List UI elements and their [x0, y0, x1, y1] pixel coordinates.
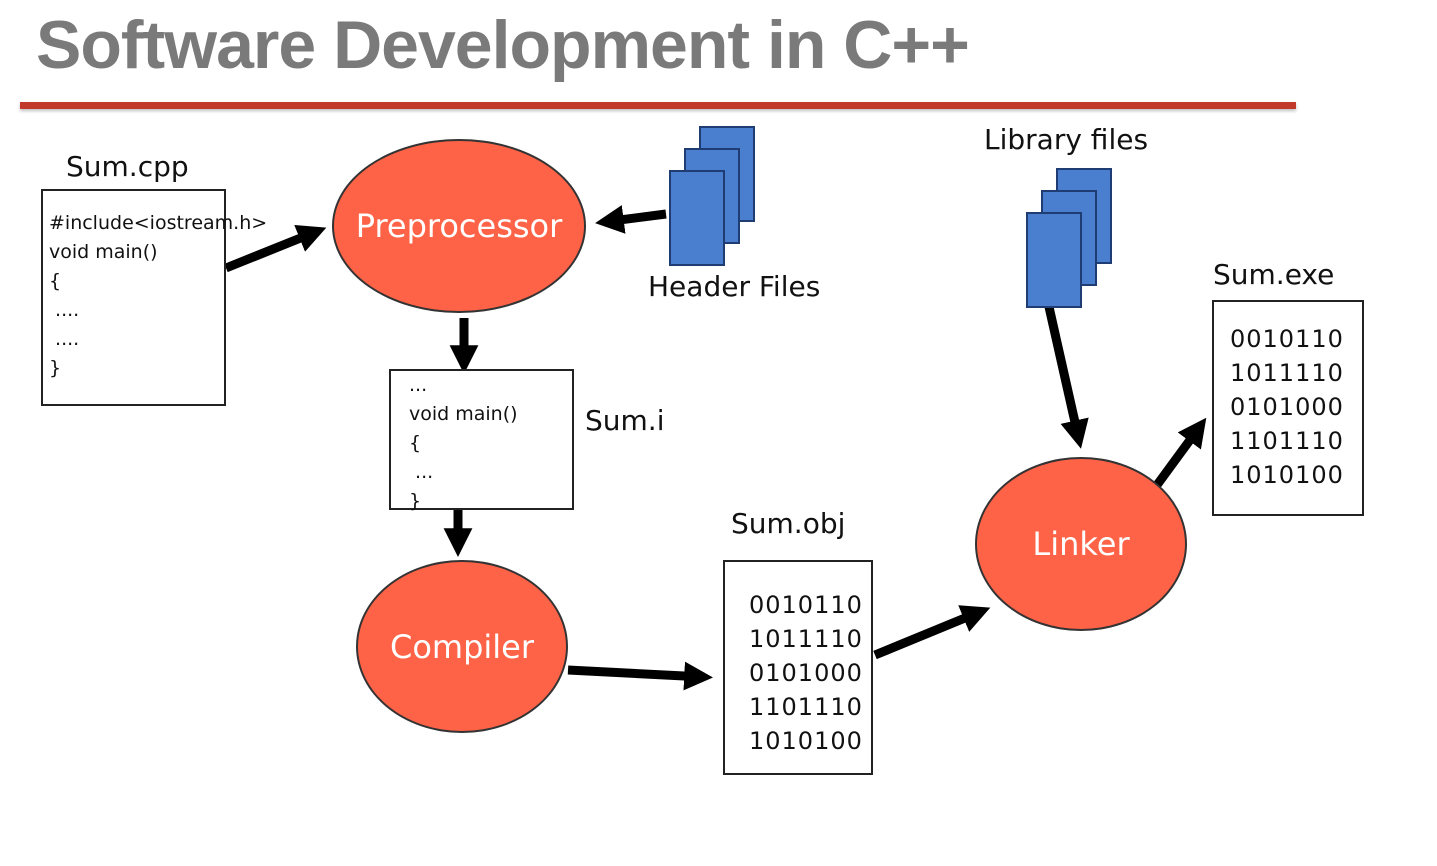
- intermediate-line: }: [409, 490, 422, 512]
- title-underline: [20, 102, 1296, 109]
- object-binary-line: 0010110: [749, 591, 863, 619]
- object-file-label: Sum.obj: [731, 507, 846, 540]
- preprocessor-label: Preprocessor: [355, 207, 563, 245]
- source-line: ....: [49, 328, 80, 350]
- arrow-source-to-preprocessor: [224, 225, 327, 273]
- source-line: #include<iostream.h>: [49, 212, 268, 234]
- executable-binary-line: 1010100: [1230, 461, 1344, 489]
- object-binary-line: 1011110: [749, 625, 863, 653]
- intermediate-line: void main(): [409, 403, 518, 425]
- library-page-front: [1026, 212, 1082, 308]
- source-line: }: [49, 357, 62, 379]
- object-binary-line: 1010100: [749, 727, 863, 755]
- slide-title: Software Development in C++: [36, 7, 970, 83]
- object-file-box: 0010110 1011110 0101000 1101110 1010100: [723, 560, 873, 775]
- executable-binary-line: 0010110: [1230, 325, 1344, 353]
- source-file-label: Sum.cpp: [66, 150, 189, 183]
- arrow-linker-to-executable: [1153, 417, 1207, 488]
- object-binary-line: 1101110: [749, 693, 863, 721]
- executable-file-box: 0010110 1011110 0101000 1101110 1010100: [1212, 300, 1364, 516]
- header-page-front: [669, 170, 725, 266]
- intermediate-file-label: Sum.i: [585, 404, 665, 437]
- compiler-label: Compiler: [389, 627, 535, 666]
- intermediate-line: ...: [409, 461, 434, 483]
- intermediate-file-box: ... void main() { ... }: [389, 369, 574, 512]
- source-line: void main(): [49, 241, 158, 263]
- intermediate-line: {: [409, 432, 422, 454]
- library-files-label: Library files: [984, 123, 1149, 156]
- arrow-compiler-to-object: [567, 661, 713, 691]
- source-line: ....: [49, 299, 80, 321]
- arrow-library-to-linker: [1042, 297, 1089, 449]
- object-binary-line: 0101000: [749, 659, 863, 687]
- intermediate-line: ...: [409, 374, 428, 396]
- linker-node: Linker: [975, 457, 1187, 631]
- executable-binary-line: 1011110: [1230, 359, 1344, 387]
- preprocessor-node: Preprocessor: [332, 139, 586, 313]
- executable-binary-line: 0101000: [1230, 393, 1344, 421]
- source-file-box: #include<iostream.h> void main() { .... …: [41, 189, 268, 406]
- compiler-node: Compiler: [356, 560, 568, 733]
- header-files-label: Header Files: [648, 270, 821, 303]
- executable-file-label: Sum.exe: [1213, 258, 1335, 291]
- arrow-headers-to-preprocessor: [595, 205, 667, 234]
- linker-label: Linker: [1032, 525, 1130, 563]
- arrow-object-to-linker: [873, 605, 991, 660]
- executable-binary-line: 1101110: [1230, 427, 1344, 455]
- source-line: {: [49, 270, 62, 292]
